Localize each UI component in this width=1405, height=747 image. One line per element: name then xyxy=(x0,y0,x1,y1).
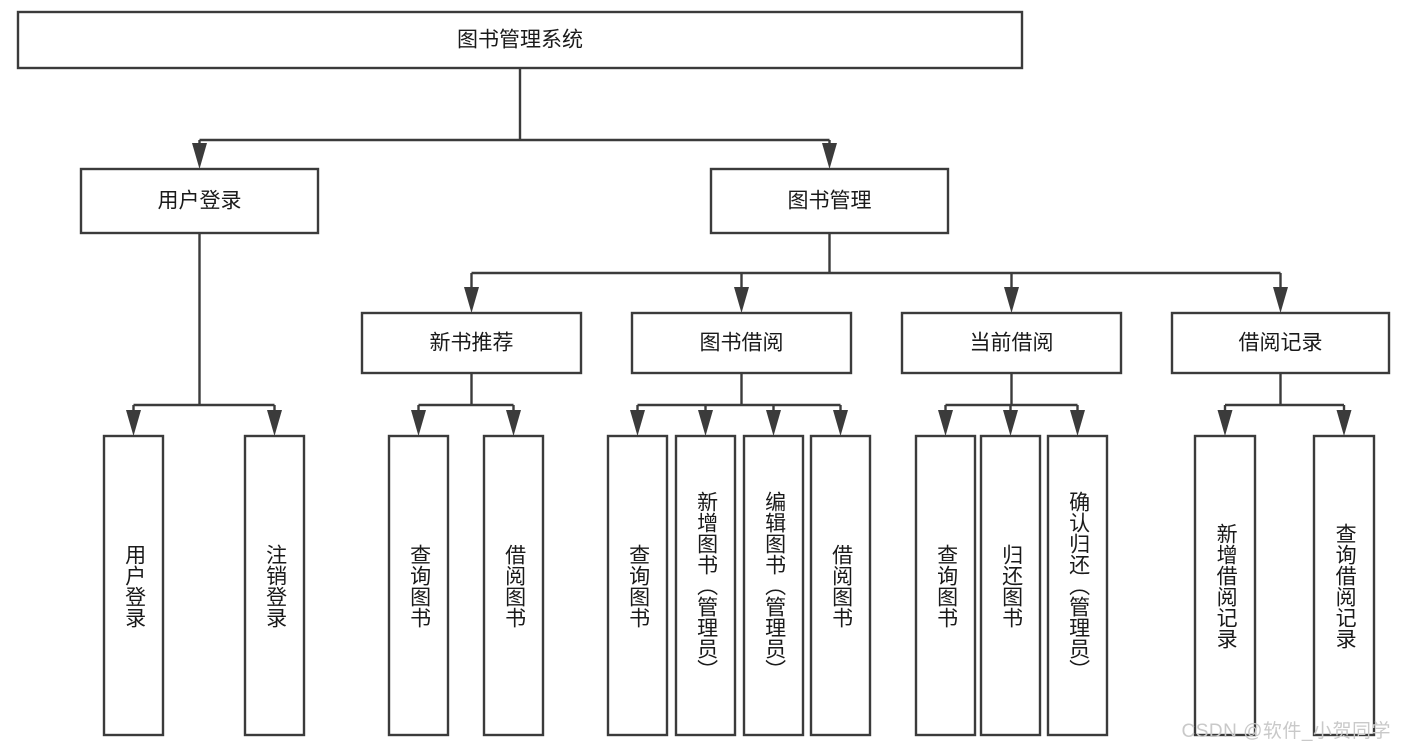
node-box-leaf_4[interactable] xyxy=(606,434,669,737)
arrowhead-icon xyxy=(938,410,953,436)
node-label-l2_0: 新书推荐 xyxy=(430,332,514,355)
connector-group-book-borrow-to-leaves xyxy=(630,373,848,436)
arrowhead-icon xyxy=(833,410,848,436)
node-box-l2_0[interactable] xyxy=(360,311,583,375)
node-box-l2_2[interactable] xyxy=(900,311,1123,375)
node-box-leaf_1[interactable] xyxy=(243,434,306,737)
arrowhead-icon xyxy=(1336,410,1352,436)
arrowhead-icon xyxy=(1003,410,1018,436)
node-box-leaf_9[interactable] xyxy=(979,434,1042,737)
node-box-leaf_11[interactable] xyxy=(1193,434,1257,737)
arrowhead-icon xyxy=(411,410,426,436)
node-box-leaf_10[interactable] xyxy=(1046,434,1109,737)
arrowhead-icon xyxy=(126,410,141,436)
arrowhead-icon xyxy=(192,143,207,169)
arrowhead-icon xyxy=(464,287,479,313)
arrowhead-icon xyxy=(630,410,645,436)
node-box-leaf_2[interactable] xyxy=(387,434,450,737)
arrowhead-icon xyxy=(506,410,521,436)
node-label-l1_1: 图书管理 xyxy=(788,190,872,213)
arrowhead-icon xyxy=(822,143,837,169)
node-box-root[interactable] xyxy=(16,10,1024,70)
connector-group-book-management-to-level2 xyxy=(464,233,1288,313)
connector-group-user-login-to-leaves xyxy=(126,233,282,436)
node-label-l1_0: 用户登录 xyxy=(158,190,242,213)
node-box-layer xyxy=(16,10,1391,737)
arrowhead-icon xyxy=(1273,287,1288,313)
arrowhead-icon xyxy=(698,410,713,436)
arrowhead-icon xyxy=(734,287,749,313)
node-box-l1_0[interactable] xyxy=(79,167,320,235)
arrowhead-icon xyxy=(766,410,781,436)
connector-group-root-to-level1 xyxy=(192,68,837,169)
node-label-l2_3: 借阅记录 xyxy=(1239,332,1323,355)
node-box-leaf_8[interactable] xyxy=(914,434,977,737)
node-box-leaf_7[interactable] xyxy=(809,434,872,737)
arrowhead-icon xyxy=(267,410,282,436)
node-box-l2_1[interactable] xyxy=(630,311,853,375)
node-box-l1_1[interactable] xyxy=(709,167,950,235)
arrowhead-icon xyxy=(1070,410,1085,436)
node-box-leaf_3[interactable] xyxy=(482,434,545,737)
node-box-leaf_0[interactable] xyxy=(102,434,165,737)
arrowhead-icon xyxy=(1217,410,1233,436)
connector-group-new-book-recommend-to-leaves xyxy=(411,373,521,436)
node-box-leaf_12[interactable] xyxy=(1312,434,1376,737)
node-label-root: 图书管理系统 xyxy=(457,29,583,52)
connector-layer xyxy=(126,68,1352,436)
node-label-l2_2: 当前借阅 xyxy=(970,332,1054,355)
connector-group-current-borrow-to-leaves xyxy=(938,373,1085,436)
node-label-l2_1: 图书借阅 xyxy=(700,332,784,355)
node-box-leaf_5[interactable] xyxy=(674,434,737,737)
node-box-l2_3[interactable] xyxy=(1170,311,1391,375)
connector-group-borrow-record-to-leaves xyxy=(1217,373,1352,436)
node-box-leaf_6[interactable] xyxy=(742,434,805,737)
arrowhead-icon xyxy=(1004,287,1019,313)
